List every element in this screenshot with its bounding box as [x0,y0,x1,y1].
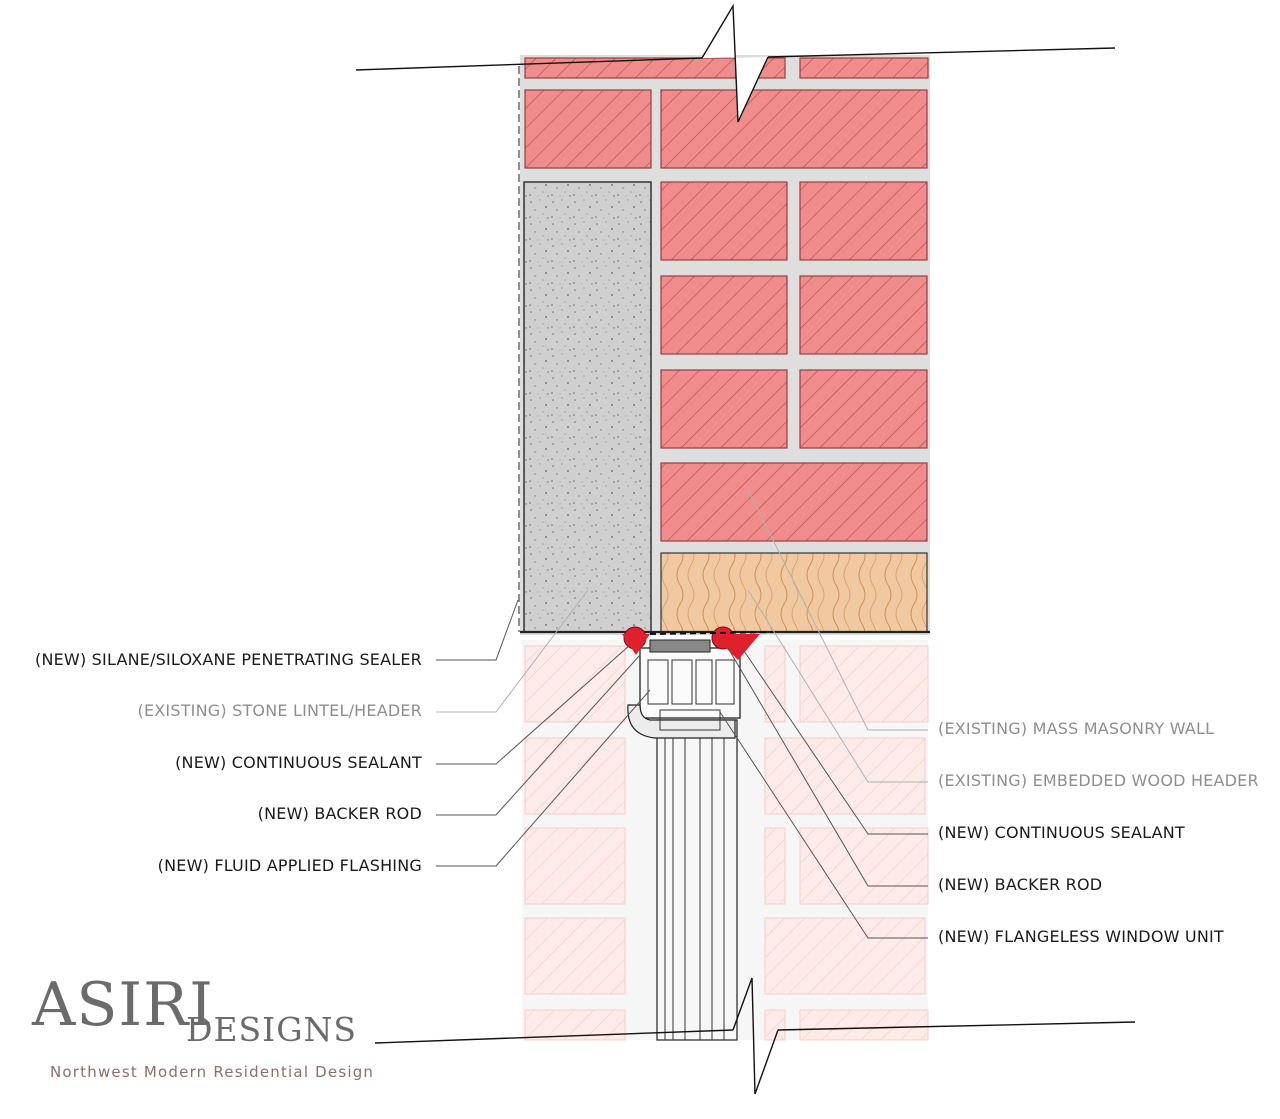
sealant-beads [622,626,781,660]
logo-subname: DESIGNS [186,1010,358,1049]
bottom-break-line [374,977,1136,1095]
flangeless-window-unit [627,639,741,1041]
top-break-line [355,3,1116,123]
logo-tagline: Northwest Modern Residential Design [50,1063,375,1081]
label-new-fluid-applied-flashing: (NEW) FLUID APPLIED FLASHING [157,856,422,875]
label-new-backer-rod-right: (NEW) BACKER ROD [938,875,1103,894]
label-new-silane-siloxane-sealer: (NEW) SILANE/SILOXANE PENETRATING SEALER [35,650,422,669]
label-existing-embedded-wood-header: (EXISTING) EMBEDDED WOOD HEADER [938,771,1259,790]
label-new-backer-rod-left: (NEW) BACKER ROD [257,804,422,823]
leaders-left [436,589,651,867]
label-new-continuous-sealant-left: (NEW) CONTINUOUS SEALANT [175,753,422,772]
embedded-wood-header [660,552,928,633]
stone-lintel [523,181,652,633]
leaders-right [719,489,928,939]
label-existing-stone-lintel: (EXISTING) STONE LINTEL/HEADER [137,701,422,720]
label-new-flangeless-window-unit: (NEW) FLANGELESS WINDOW UNIT [938,927,1224,946]
mass-masonry-wall [524,57,929,542]
logo-name: ASIRI [32,970,215,1040]
label-new-continuous-sealant-right: (NEW) CONTINUOUS SEALANT [938,823,1185,842]
label-existing-mass-masonry-wall: (EXISTING) MASS MASONRY WALL [938,719,1215,738]
